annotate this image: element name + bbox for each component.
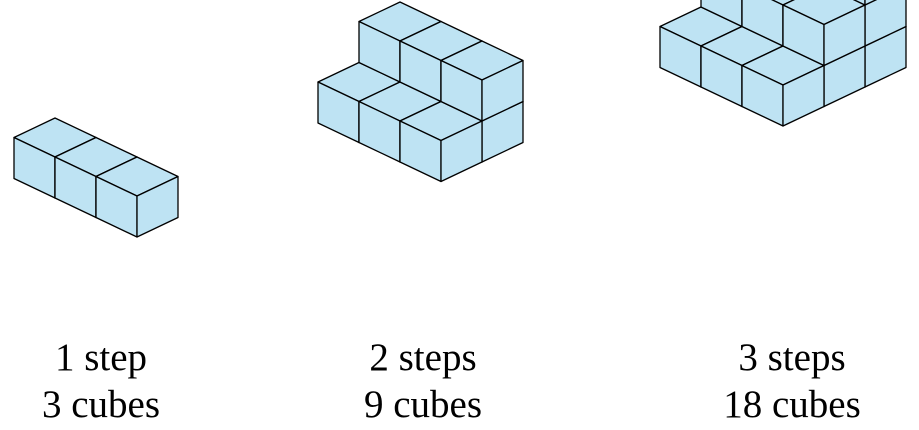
staircase-1-step [13,117,179,238]
step-label: 1 step [54,336,148,379]
cube-count-label: 18 cubes [723,383,861,426]
cube [440,40,524,122]
step-label: 2 steps [369,336,477,379]
cube-side-face [440,120,483,183]
cube-side-face [823,4,866,67]
cube-count-label: 9 cubes [363,383,483,426]
caption-3-steps: 3 steps 18 cubes [697,334,887,428]
staircase-3-steps [659,0,907,127]
step-label: 3 steps [738,336,846,379]
cube-count-label: 3 cubes [41,383,161,426]
cube-side-face [782,64,825,127]
cube-side-face [481,59,524,122]
caption-2-steps: 2 steps 9 cubes [338,334,508,428]
cube [95,156,179,238]
cube [782,0,866,67]
cube-side-face [136,175,179,238]
staircase-2-steps [317,1,524,183]
caption-1-step: 1 step 3 cubes [21,334,181,428]
cube-side-face [864,0,878,6]
cube [852,0,878,6]
